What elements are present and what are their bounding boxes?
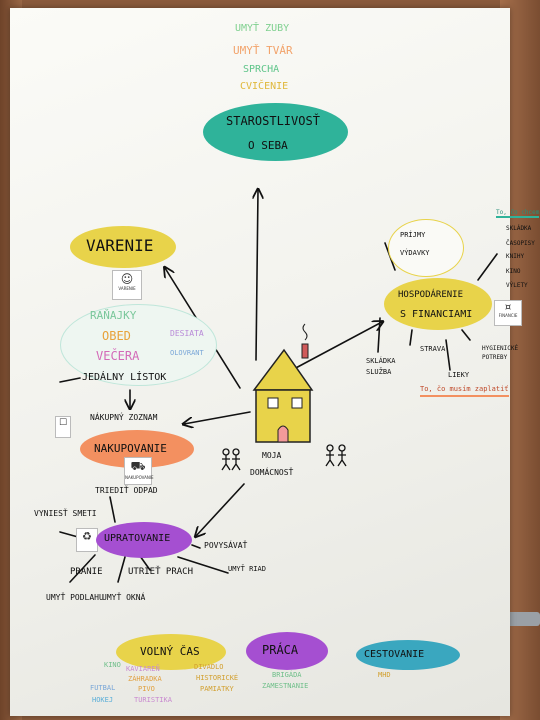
income-cloud bbox=[388, 219, 464, 277]
snack-label: DESIATA bbox=[170, 329, 204, 338]
finance-pictogram: ¤FINANCIE bbox=[494, 300, 522, 326]
travel-title: CESTOVANIE bbox=[364, 649, 425, 660]
travel-bubble bbox=[356, 640, 460, 670]
cleaning-item: UTRIEŤ PRACH bbox=[128, 567, 194, 577]
work-note: ZAMESTNANIE bbox=[262, 682, 309, 690]
phone-icon: ☐ bbox=[58, 418, 68, 428]
care-item: CVIČENIE bbox=[240, 81, 289, 92]
cleaning-item: UMYŤ PODLAHU bbox=[46, 593, 104, 602]
stick-figures-right bbox=[325, 444, 347, 467]
cleaning-bubble bbox=[96, 522, 192, 558]
free-time-note: HISTORICKÉ bbox=[196, 674, 239, 682]
free-time-note: KAVIAREŇ bbox=[126, 665, 160, 673]
care-bubble bbox=[203, 103, 348, 161]
cleaning-title-text: UPRATOVANIE bbox=[104, 533, 171, 544]
free-time-note: DIVADLO bbox=[194, 663, 224, 671]
finance-item: STRAVA bbox=[420, 345, 446, 353]
bucket-icon: ♻ bbox=[82, 530, 92, 543]
finance-item: LIEKY bbox=[448, 371, 470, 379]
house-drawing bbox=[252, 323, 314, 443]
free-time-note: ZÁHRADKA bbox=[128, 675, 162, 683]
care-item: UMYŤ TVÁR bbox=[233, 44, 293, 57]
meal-label: RAŇAJKY bbox=[90, 309, 137, 322]
work-note: BRIGÁDA bbox=[272, 671, 302, 679]
stick-figures-left bbox=[221, 448, 241, 471]
cleaning-item: PRANIE bbox=[70, 567, 103, 577]
work-bubble bbox=[246, 632, 328, 670]
arrow-to-finance bbox=[291, 322, 382, 371]
arrow-to-care bbox=[256, 190, 258, 361]
wants-item: KINO bbox=[506, 268, 521, 275]
free-time-title: VOĽNÝ ČAS bbox=[140, 645, 200, 658]
finance-bubble bbox=[384, 278, 492, 330]
shopping-pictogram: ⛟NAKUPOVANIE bbox=[124, 457, 154, 485]
shopping-list-label: NÁKUPNÝ ZOZNAM bbox=[90, 413, 158, 422]
menu-label: JEDÁLNY LÍSTOK bbox=[82, 372, 167, 383]
cleaning-item: TRIEDIŤ ODPAD bbox=[95, 486, 158, 495]
care-item: UMYŤ ZUBY bbox=[235, 23, 290, 34]
chef-icon: ☺ bbox=[120, 272, 134, 286]
wants-header: To, čo chcem bbox=[496, 209, 540, 218]
cooking-title: VARENIE bbox=[86, 236, 154, 255]
must-pay-footer: To, čo musím zaplatiť bbox=[420, 386, 509, 397]
free-time-note: KINO bbox=[104, 661, 121, 669]
phone-pictogram: ☐ bbox=[55, 416, 71, 438]
income-label: PRÍJMY bbox=[400, 231, 426, 239]
meals-cloud bbox=[60, 304, 217, 386]
work-title: PRÁCA bbox=[262, 643, 299, 657]
coins-icon: ¤ bbox=[504, 302, 512, 313]
care-item: SPRCHA bbox=[243, 64, 280, 75]
free-time-note: PIVO bbox=[138, 685, 155, 693]
cleaning-item: POVYSÁVAŤ bbox=[204, 541, 248, 550]
income-label: VÝDAVKY bbox=[400, 249, 430, 257]
shopping-title: NAKUPOVANIE bbox=[94, 442, 167, 455]
center-subtitle: DOMÁCNOSŤ bbox=[250, 468, 294, 477]
cart-icon: ⛟ bbox=[130, 459, 146, 473]
cooking-bubble bbox=[70, 226, 176, 268]
free-time-note: HOKEJ bbox=[92, 696, 114, 704]
meal-label: VEČERA bbox=[96, 349, 140, 363]
care-title: STAROSTLIVOSŤ bbox=[226, 114, 320, 128]
arrow-to-shopping bbox=[184, 411, 251, 424]
cleaning-item: UMYŤ RIAD bbox=[228, 565, 266, 573]
cleaning-item: UMYŤ OKNÁ bbox=[102, 593, 146, 602]
arrow-to-cleaning bbox=[196, 483, 245, 536]
finance-title: HOSPODÁRENIE bbox=[398, 290, 464, 300]
wants-item: ČASOPISY bbox=[506, 240, 535, 247]
free-time-note: PAMIATKY bbox=[200, 685, 234, 693]
finance-subtitle: S FINANCIAMI bbox=[400, 309, 473, 320]
finance-item: HYGIENICKÉ POTREBY bbox=[482, 345, 519, 361]
care-subtitle: O SEBA bbox=[248, 139, 288, 152]
door-handle bbox=[502, 612, 540, 626]
meal-label: OBED bbox=[102, 329, 131, 343]
free-time-note: TURISTIKA bbox=[134, 696, 172, 704]
free-time-bubble bbox=[116, 634, 226, 670]
center-title: MOJA bbox=[262, 451, 282, 460]
wants-item: VÝLETY bbox=[506, 282, 528, 289]
free-time-note: FUTBAL bbox=[90, 684, 116, 692]
snack-label: OLOVRANT bbox=[170, 349, 204, 357]
wants-item: SKLÁDKA bbox=[506, 225, 532, 232]
cooking-pictogram: ☺VARENIE bbox=[112, 270, 142, 300]
cleaning-pictogram: ♻ bbox=[76, 528, 98, 552]
travel-note: MHD bbox=[378, 671, 391, 679]
cleaning-item: VYNIESŤ SMETI bbox=[34, 509, 97, 518]
wants-item: KNIHY bbox=[506, 253, 525, 260]
finance-item: SKLÁDKA SLUŽBA bbox=[366, 357, 396, 377]
